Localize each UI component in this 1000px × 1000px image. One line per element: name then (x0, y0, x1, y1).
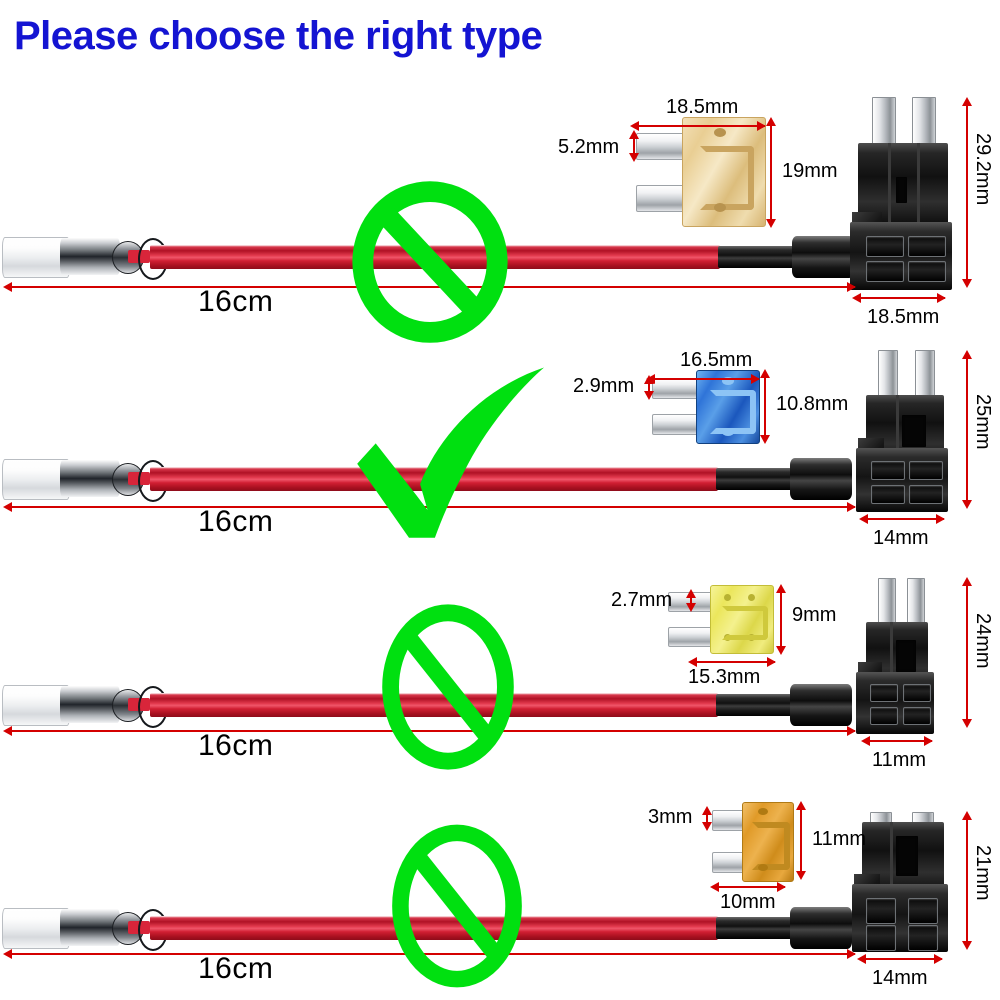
holder-height-label: 21mm (972, 845, 994, 901)
checkmark-icon (352, 362, 577, 547)
fuse-blade-label: 3mm (648, 806, 693, 828)
fuse-height-label: 19mm (782, 160, 838, 182)
holder-height-label: 24mm (972, 613, 994, 669)
prohibited-icon (378, 602, 518, 772)
wire-length-label: 16cm (198, 729, 274, 762)
fuse-width-label: 16.5mm (680, 349, 753, 371)
page-title: Please choose the right type (14, 14, 543, 58)
wire-length-label: 16cm (198, 285, 274, 318)
fuse-blade-label: 2.9mm (573, 375, 635, 397)
wire-length-label: 16cm (198, 505, 274, 538)
fuse-height-label: 9mm (792, 604, 837, 626)
holder-width-label: 14mm (872, 967, 928, 989)
fuse-width-label: 15.3mm (688, 666, 761, 688)
wire-length-label: 16cm (198, 952, 274, 985)
fuse-height-label: 11mm (812, 828, 867, 850)
fuse-width-label: 18.5mm (666, 96, 739, 118)
prohibited-icon (350, 181, 510, 343)
prohibited-icon (388, 822, 526, 990)
fuse-blade-label: 2.7mm (611, 589, 673, 611)
holder-height-label: 29.2mm (972, 133, 994, 206)
fuse-blade-label: 5.2mm (558, 136, 620, 158)
holder-width-label: 14mm (873, 527, 929, 549)
fuse-width-label: 10mm (720, 891, 776, 913)
holder-height-label: 25mm (972, 394, 994, 450)
holder-width-label: 18.5mm (867, 306, 940, 328)
fuse-height-label: 10.8mm (776, 393, 849, 415)
holder-width-label: 11mm (872, 749, 927, 771)
